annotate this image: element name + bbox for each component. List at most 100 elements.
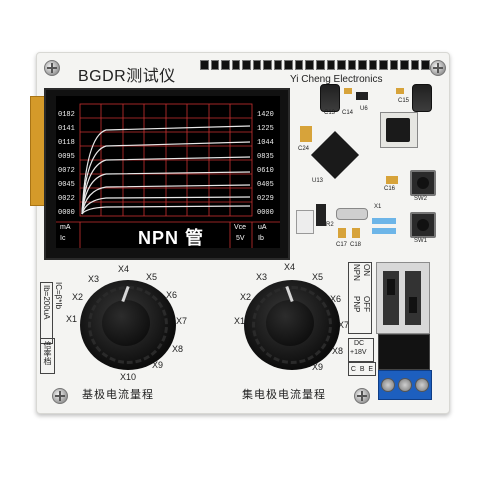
- terminal-label-b: B: [359, 365, 365, 373]
- screw-bottom-left: [52, 388, 68, 404]
- lcd-curves: [81, 125, 251, 215]
- left-dial-mark-x1: X1: [66, 314, 78, 324]
- lcd-unit-ua: uA: [258, 224, 267, 231]
- silk-c18: C18: [350, 242, 362, 248]
- lcd-unit-vce: Vce: [234, 224, 247, 231]
- slide-switch-assembly: [376, 262, 430, 334]
- left-dial-mark-x9: X9: [152, 360, 164, 370]
- lcd-left-scale-4: 0072: [58, 167, 75, 175]
- left-dial-mark-x4: X4: [118, 264, 130, 274]
- lcd-unit-ma: mA: [60, 224, 71, 231]
- lcd-unit-ic: Ic: [60, 235, 66, 242]
- right-knob-grip: [252, 286, 332, 364]
- terminal-screw-b[interactable]: [397, 378, 412, 392]
- switch-label-on: ON: [362, 264, 371, 276]
- silk-c16: C16: [384, 186, 396, 192]
- lcd-mode-label: NPN 管: [138, 228, 205, 248]
- left-dial-mark-x7: X7: [176, 316, 188, 326]
- power-slide-switch[interactable]: [405, 271, 421, 325]
- electrolytic-capacitor-left: [320, 84, 340, 112]
- left-multiplier-box: 倍率档: [40, 338, 55, 374]
- switch-label-box: [348, 262, 372, 334]
- lcd-right-scale-4: 0610: [257, 167, 274, 175]
- silk-u6: U6: [360, 106, 368, 112]
- left-dial-caption: 基极电流量程: [82, 389, 154, 401]
- smd-cap-c17: [338, 228, 346, 238]
- left-range-knob[interactable]: [80, 280, 176, 370]
- smd-cap-c16: [386, 176, 398, 184]
- silk-c13: C13: [324, 110, 336, 116]
- left-dial-mark-x5: X5: [146, 272, 158, 282]
- resistor-2: [372, 228, 396, 234]
- lcd-left-scale-1: 0141: [58, 125, 75, 133]
- electrolytic-capacitor-right: [412, 84, 432, 112]
- smd-cap-c18: [352, 228, 360, 238]
- regulator-u6: [356, 92, 368, 100]
- push-button-sw2[interactable]: [410, 170, 436, 196]
- lcd-right-scale-1: 1225: [257, 125, 274, 133]
- left-dial-mark-x8: X8: [172, 344, 184, 354]
- switch-label-off: OFF: [362, 296, 371, 312]
- lcd-screen: 0182 0141 0118 0095 0072 0045 0022 0000 …: [56, 96, 280, 248]
- right-dial-mark-x7: X7: [338, 320, 350, 330]
- smd-cap-c13: [344, 88, 352, 94]
- resistor-1: [372, 218, 396, 224]
- lcd-right-scale-5: 0405: [257, 181, 274, 189]
- lcd-left-scale-0: 0182: [58, 111, 75, 119]
- capacitor-c24: [300, 126, 312, 142]
- silk-c17: C17: [336, 242, 348, 248]
- brand-label: Yi Cheng Electronics: [290, 74, 383, 85]
- npn-pnp-slider-thumb[interactable]: [387, 279, 395, 295]
- power-slider-thumb[interactable]: [409, 297, 417, 313]
- lcd-left-scale-3: 0095: [58, 153, 75, 161]
- left-dial-mark-x3: X3: [88, 274, 100, 284]
- left-multiplier-text: 倍率档: [43, 341, 52, 365]
- terminal-label-c: C: [350, 365, 356, 373]
- silk-x1: X1: [374, 204, 382, 210]
- terminal-label-e: E: [368, 365, 374, 373]
- lcd-graph: [56, 103, 280, 248]
- lcd-left-scale-5: 0045: [58, 181, 75, 189]
- dip-chip: [386, 118, 410, 142]
- left-range-text: Ib=200uA: [42, 285, 51, 320]
- silk-sw2: SW2: [414, 196, 428, 202]
- right-dial-caption: 集电极电流量程: [242, 389, 326, 401]
- silk-c15: C15: [398, 98, 410, 104]
- lcd-unit-ib: Ib: [258, 235, 264, 242]
- pin-header: [200, 60, 431, 70]
- lcd-left-scale-6: 0022: [58, 195, 75, 203]
- right-dial-mark-x5: X5: [312, 272, 324, 282]
- right-dial-mark-x4: X4: [284, 262, 296, 272]
- lcd-right-scale-3: 0835: [257, 153, 274, 161]
- ic-socket: [380, 112, 418, 148]
- right-dial-mark-x6: X6: [330, 294, 342, 304]
- right-dial-mark-x2: X2: [240, 292, 252, 302]
- terminal-screw-e[interactable]: [415, 378, 430, 392]
- right-knob-cap: [266, 300, 314, 346]
- lcd-right-scale-6: 0229: [257, 195, 274, 203]
- lcd-right-scale-2: 1044: [257, 139, 274, 147]
- right-range-knob[interactable]: [244, 280, 340, 370]
- dc-label: DC: [354, 340, 365, 347]
- terminal-screw-c[interactable]: [380, 378, 395, 392]
- right-dial-mark-x3: X3: [256, 272, 268, 282]
- silk-c14: C14: [342, 110, 354, 116]
- switch-label-pnp: PNP: [352, 296, 361, 313]
- trim-pot: [296, 210, 314, 234]
- left-formula: IC=β*Ib: [54, 282, 63, 310]
- jumper-header: [316, 204, 326, 226]
- dc-jack[interactable]: [378, 334, 430, 370]
- push-button-sw1[interactable]: [410, 212, 436, 238]
- right-dial-mark-x1: X1: [234, 316, 246, 326]
- lcd-right-scale-0: 1420: [257, 111, 274, 119]
- silk-u13: U13: [312, 178, 324, 184]
- switch-label-npn: NPN: [352, 264, 361, 281]
- dc-voltage: +18V: [350, 349, 367, 356]
- lcd-right-scale-7: 0000: [257, 209, 274, 217]
- left-dial-mark-x6: X6: [166, 290, 178, 300]
- npn-pnp-slide-switch[interactable]: [383, 271, 399, 325]
- right-dial-mark-x8: X8: [332, 346, 344, 356]
- left-range-box: Ib=200uA: [40, 282, 53, 344]
- cbe-label-box: C B E: [348, 362, 376, 376]
- cbe-terminal-block[interactable]: [378, 370, 432, 400]
